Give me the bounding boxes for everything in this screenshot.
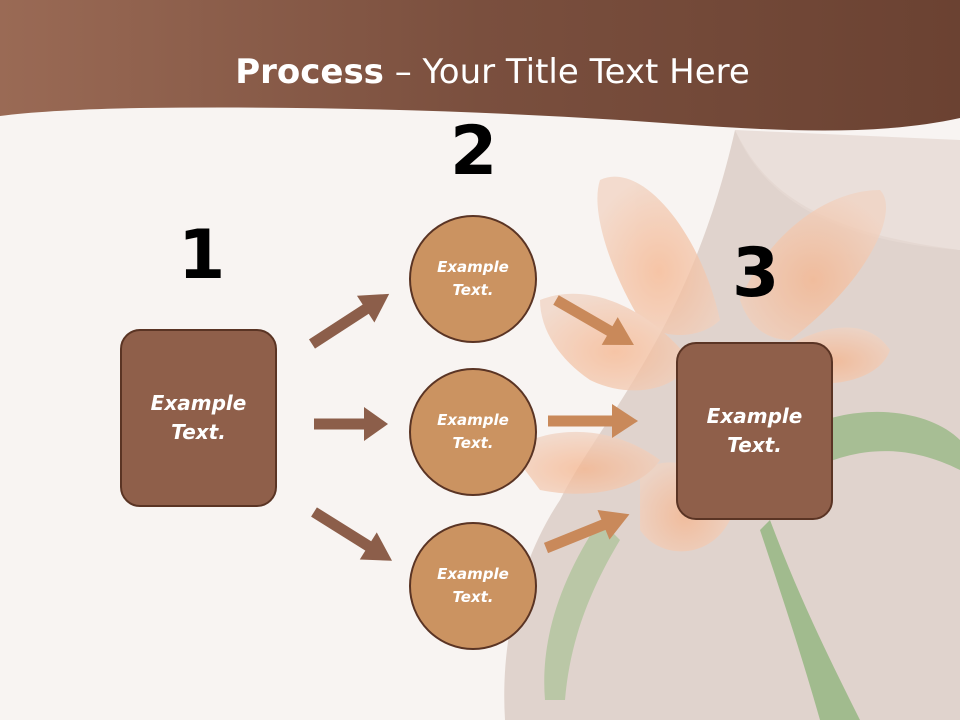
- slide-title: Process – Your Title Text Here: [0, 52, 960, 92]
- step-2-circle-top: Example Text.: [409, 215, 537, 343]
- arrow-to-bottom-circle: [311, 507, 393, 561]
- circle-label-middle: Example Text.: [437, 411, 509, 452]
- step-number-2: 2: [450, 112, 498, 191]
- step-1-label: Example Text.: [150, 391, 247, 444]
- arrow-from-bottom-circle: [543, 509, 630, 554]
- arrow-from-middle-circle: [548, 404, 638, 438]
- step-3-box: Example Text.: [676, 342, 833, 520]
- arrow-to-top-circle: [309, 293, 390, 349]
- arrow-from-top-circle: [553, 295, 634, 345]
- step-2-circle-middle: Example Text.: [409, 368, 537, 496]
- circle-label-top: Example Text.: [437, 258, 509, 299]
- title-rest: – Your Title Text Here: [383, 52, 750, 92]
- step-3-label: Example Text.: [706, 404, 803, 457]
- step-number-1: 1: [178, 216, 226, 295]
- step-2-circle-bottom: Example Text.: [409, 522, 537, 650]
- step-number-3: 3: [732, 234, 780, 313]
- arrow-to-middle-circle: [314, 407, 388, 441]
- step-1-box: Example Text.: [120, 329, 277, 507]
- circle-label-bottom: Example Text.: [437, 565, 509, 606]
- title-bold: Process: [235, 52, 384, 92]
